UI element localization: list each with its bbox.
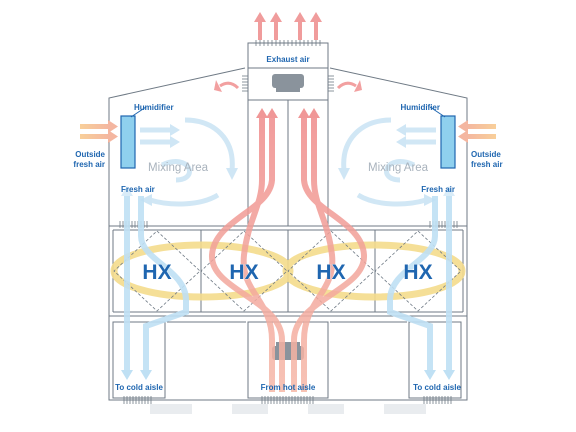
humidifier-left-label: Humidifier xyxy=(134,103,174,112)
grille-bottom-left xyxy=(123,396,152,404)
exhaust-air-label: Exhaust air xyxy=(266,55,309,64)
grille-exhaust-side-right xyxy=(328,75,334,92)
hx-label-2: HX xyxy=(229,261,258,284)
mixing-area-right-label: Mixing Area xyxy=(368,162,429,174)
hx-label-4: HX xyxy=(403,261,432,284)
humidifier-right-icon xyxy=(440,115,456,169)
outside-air-right-label-1: Outside xyxy=(471,150,501,159)
floor-pads xyxy=(150,404,426,414)
fresh-air-right-label: Fresh air xyxy=(421,185,455,194)
exhaust-fan-icon xyxy=(272,74,304,92)
humidifier-left-pointer xyxy=(130,106,147,118)
outside-air-arrows-left xyxy=(80,120,118,143)
grille-bottom-center xyxy=(261,396,314,404)
cold-aisle-left-label: To cold aisle xyxy=(115,383,163,392)
grille-exhaust-top xyxy=(255,40,321,46)
mixing-swirls xyxy=(140,117,436,207)
recirculation-arrows xyxy=(219,81,357,90)
cold-aisle-right-label: To cold aisle xyxy=(413,383,461,392)
hot-air-arrowheads xyxy=(256,108,320,118)
outside-air-arrows-right xyxy=(458,120,496,143)
exhaust-arrows xyxy=(254,12,322,40)
outside-air-right-label-2: fresh air xyxy=(471,160,503,169)
grille-exhaust-side-left xyxy=(242,75,248,92)
hx-label-1: HX xyxy=(142,261,171,284)
outside-air-left-label-2: fresh air xyxy=(73,160,105,169)
cold-air-streams xyxy=(124,196,452,370)
grille-bottom-right xyxy=(423,396,452,404)
hot-aisle-label: From hot aisle xyxy=(261,383,316,392)
cold-air-arrowheads xyxy=(121,186,455,380)
recirculation-arrowheads xyxy=(214,80,362,92)
humidifier-left-icon xyxy=(120,115,136,169)
mixing-arrowheads xyxy=(140,124,436,206)
hx-label-3: HX xyxy=(316,261,345,284)
humidifier-right-label: Humidifier xyxy=(400,103,440,112)
outside-air-left-label-1: Outside xyxy=(75,150,105,159)
fresh-air-left-label: Fresh air xyxy=(121,185,155,194)
return-fan-icon xyxy=(272,342,304,360)
hot-air-streams xyxy=(208,118,368,392)
humidifier-right-pointer xyxy=(429,106,446,118)
mixing-area-left-label: Mixing Area xyxy=(148,162,209,174)
